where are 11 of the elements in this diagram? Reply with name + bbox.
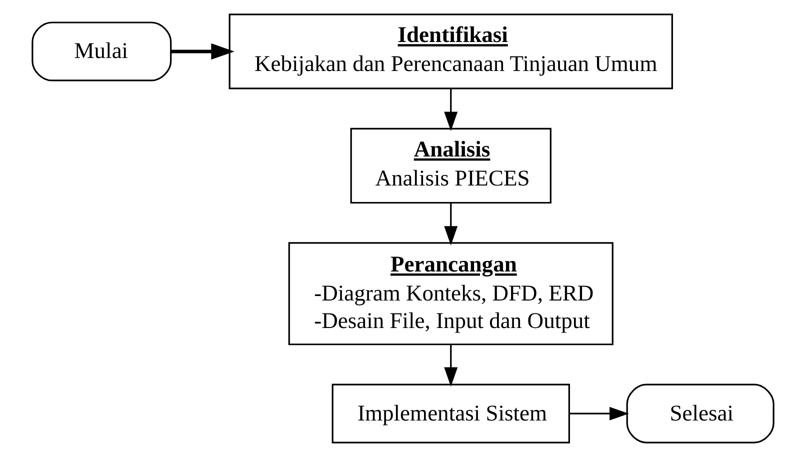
node-box: Perancangan -Diagram Konteks, DFD, ERD -Desain File, Input dan Output: [288, 242, 614, 346]
node-box: Implementasi Sistem: [332, 384, 570, 444]
arrow: [444, 203, 458, 246]
arrow: [444, 88, 458, 132]
node-box: Mulai: [32, 22, 172, 82]
arrow: [444, 344, 458, 387]
node-box: Identifikasi Kebijakan dan Perencanaan Tinjauan Umum: [228, 14, 673, 90]
node-box: Selesai: [626, 384, 774, 444]
arrow: [570, 406, 629, 420]
arrow: [171, 43, 234, 60]
node-box: Analisis Analisis PIECES: [350, 128, 552, 204]
